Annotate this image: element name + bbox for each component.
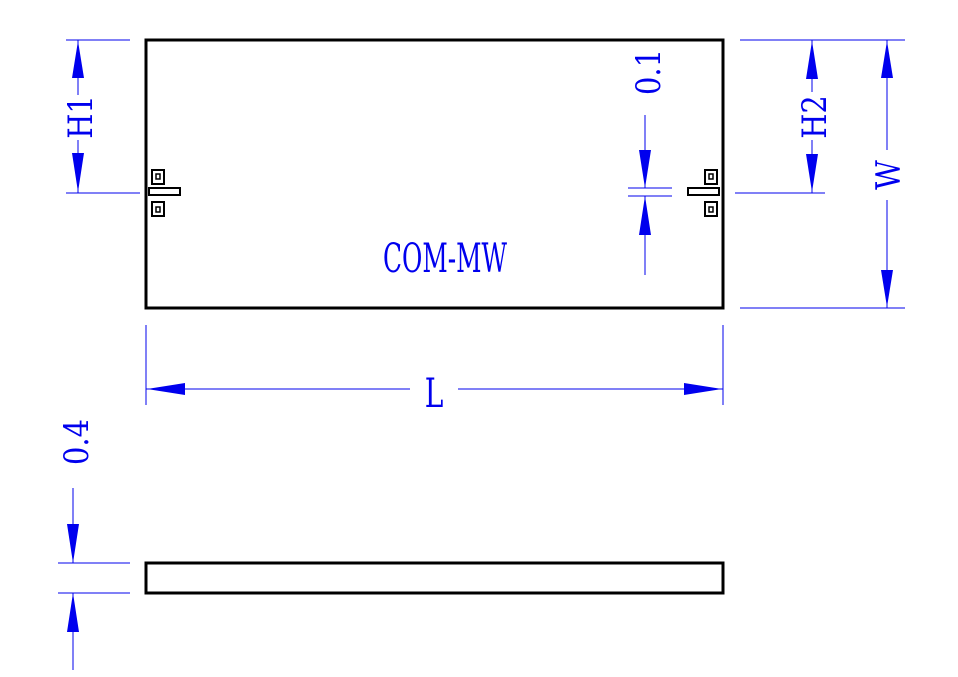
h2-label: H2: [796, 95, 835, 139]
right-pin: [687, 169, 720, 217]
thickness-label: 0.4: [58, 419, 97, 465]
left-pin: [148, 169, 181, 217]
l-label: L: [425, 371, 444, 417]
l-dimension: [145, 325, 724, 405]
h1-label: H1: [62, 95, 101, 139]
model-label: COM-MW: [383, 235, 508, 282]
pin-offset-dimension: [628, 115, 672, 275]
board-outline-side-view: [144, 561, 725, 595]
h1-dimension: [66, 39, 140, 194]
h2-dimension: [735, 39, 830, 194]
thickness-dimension: [58, 488, 130, 670]
board-outline-top-view: [144, 38, 725, 310]
pin-offset-label: 0.1: [630, 49, 669, 95]
w-dimension: [740, 39, 905, 309]
w-label: W: [870, 160, 909, 190]
